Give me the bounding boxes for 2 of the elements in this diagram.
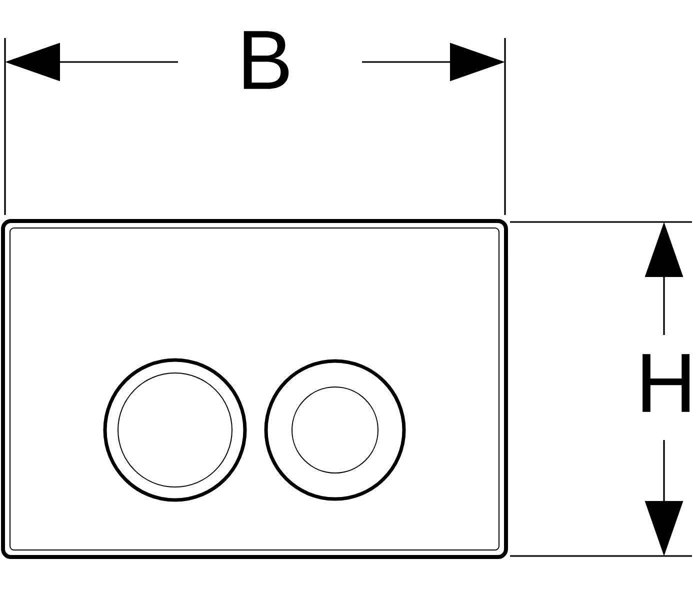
dimension-label: H bbox=[642, 354, 690, 412]
dimension-label: B bbox=[244, 31, 289, 89]
